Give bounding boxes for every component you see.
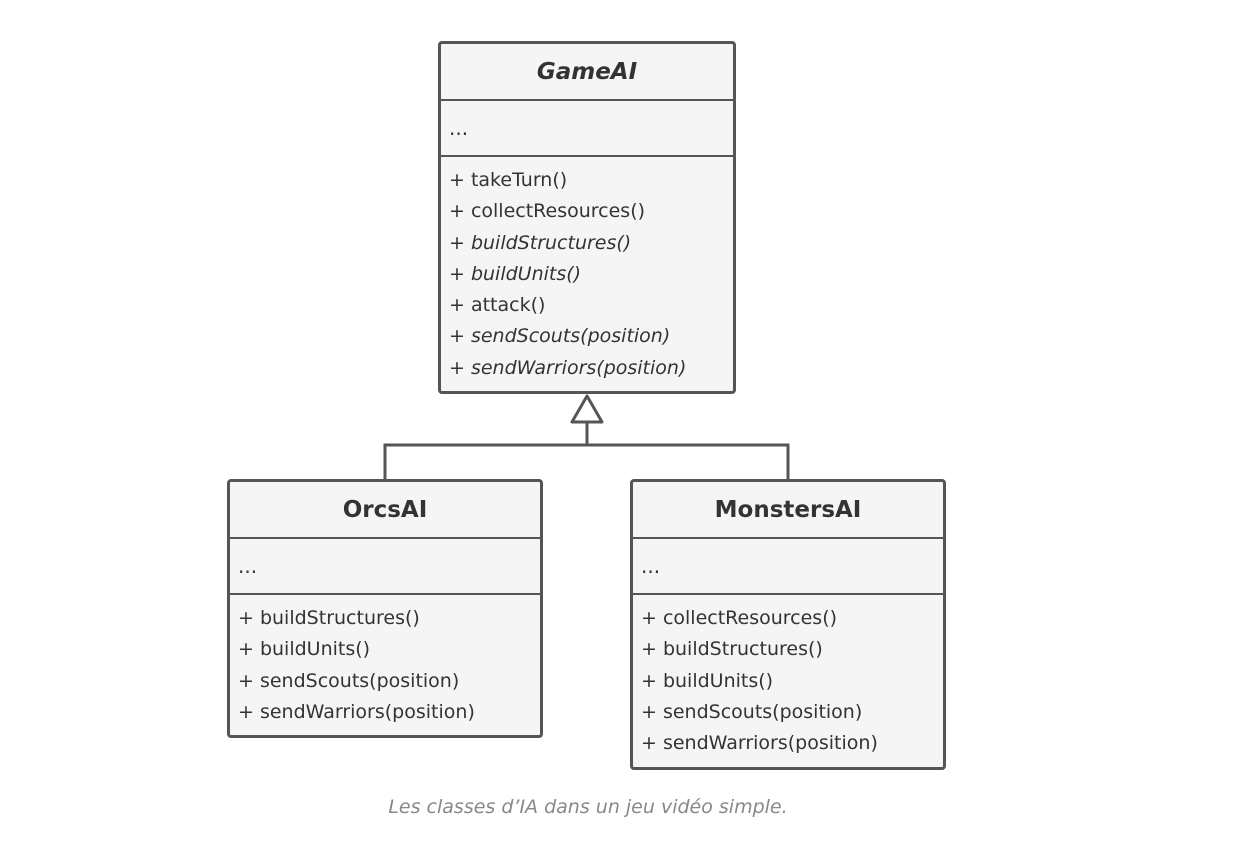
method-build-units: + buildUnits() [449, 262, 582, 285]
figure-caption: Les classes d’IA dans un jeu vidéo simpl… [388, 796, 788, 818]
method-send-warriors: + sendWarriors(position) [641, 732, 878, 755]
class-methods: + collectResources() + buildStructures()… [633, 595, 943, 759]
method-build-structures: + buildStructures() [238, 607, 420, 629]
method-attack: + attack() [449, 294, 546, 317]
method-send-scouts: + sendScouts(position) [449, 325, 671, 348]
class-fields: ... [633, 539, 943, 595]
method-build-units: + buildUnits() [238, 638, 371, 661]
method-send-warriors: + sendWarriors(position) [238, 700, 475, 723]
method-send-scouts: + sendScouts(position) [238, 669, 460, 692]
method-build-structures: + buildStructures() [449, 231, 632, 254]
class-fields: ... [230, 539, 540, 595]
class-methods: + buildStructures() + buildUnits() + sen… [230, 595, 540, 728]
method-collect-resources: + collectResources() [449, 200, 646, 223]
inheritance-line-orcs-ai [383, 423, 589, 480]
method-take-turn: + takeTurn() [449, 169, 568, 191]
class-orcs-ai: OrcsAI ... + buildStructures() + buildUn… [227, 479, 543, 738]
method-build-structures: + buildStructures() [641, 638, 823, 661]
method-build-units: + buildUnits() [641, 669, 774, 692]
class-monsters-ai: MonstersAI ... + collectResources() + bu… [630, 479, 946, 770]
method-send-scouts: + sendScouts(position) [641, 700, 863, 723]
class-methods: + takeTurn() + collectResources() + buil… [441, 157, 733, 384]
class-name: OrcsAI [230, 482, 540, 539]
class-name: MonstersAI [633, 482, 943, 539]
class-fields: ... [441, 101, 733, 157]
class-name: GameAI [441, 44, 733, 101]
method-send-warriors: + sendWarriors(position) [449, 356, 687, 379]
class-game-ai: GameAI ... + takeTurn() + collectResourc… [438, 41, 736, 394]
inheritance-arrowhead [570, 394, 604, 424]
method-collect-resources: + collectResources() [641, 607, 838, 629]
inheritance-line-monsters-ai [587, 443, 790, 480]
